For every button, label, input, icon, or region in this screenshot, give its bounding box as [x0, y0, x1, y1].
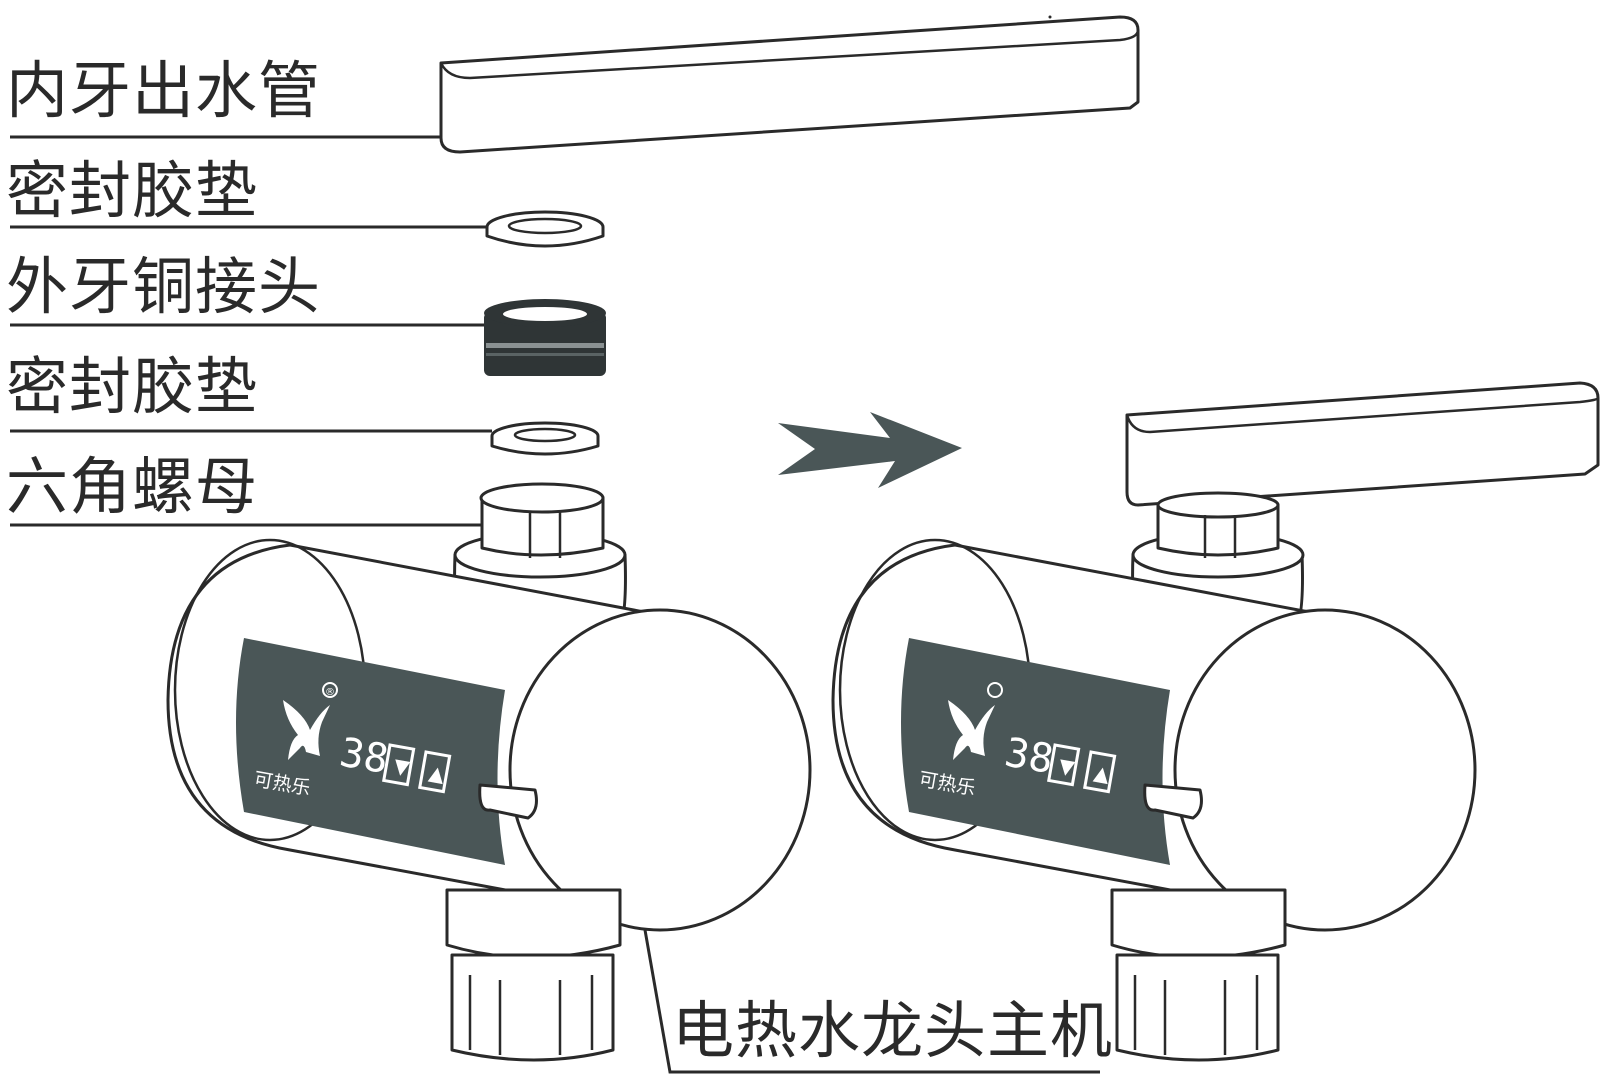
keirele-logo-icon: ®	[283, 682, 338, 760]
callout-main-unit: 电热水龙头主机	[672, 994, 1113, 1067]
callout-gasket-top: 密封胶垫	[6, 154, 258, 227]
registered-mark: ®	[325, 687, 335, 698]
outlet-pipe-part	[439, 15, 1140, 154]
leader-main-unit	[643, 929, 1100, 1074]
down-button[interactable]: ▼	[382, 743, 416, 787]
callout-brass-connector: 外牙铜接头	[6, 250, 321, 323]
callout-outlet-pipe: 内牙出水管	[6, 54, 321, 127]
down-button-right[interactable]: ▼	[1047, 743, 1081, 787]
gasket-top-part	[485, 210, 605, 248]
hex-nut-part	[479, 482, 605, 558]
callout-hex-nut: 六角螺母	[6, 450, 258, 523]
main-unit-assembled: 可热乐 38 ▼ ▲	[831, 381, 1600, 1062]
callout-gasket-bottom: 密封胶垫	[6, 350, 258, 423]
up-button-icon-right: ▲	[1092, 760, 1112, 786]
down-button-icon-right: ▼	[1057, 753, 1077, 779]
right-arrow-icon	[778, 412, 962, 488]
temperature-readout: 38	[336, 730, 391, 784]
gasket-bottom-part	[490, 421, 600, 456]
up-button-icon: ▲	[427, 760, 447, 786]
brass-connector-part	[484, 299, 606, 376]
up-button-right[interactable]: ▲	[1083, 750, 1117, 794]
down-button-icon: ▼	[392, 753, 412, 779]
keirele-logo-icon-right	[948, 682, 1003, 760]
temperature-readout-right: 38	[1001, 730, 1056, 784]
main-unit-left: ® 可热乐 38 ▼ ▲	[166, 482, 812, 1062]
up-button[interactable]: ▲	[418, 750, 452, 794]
